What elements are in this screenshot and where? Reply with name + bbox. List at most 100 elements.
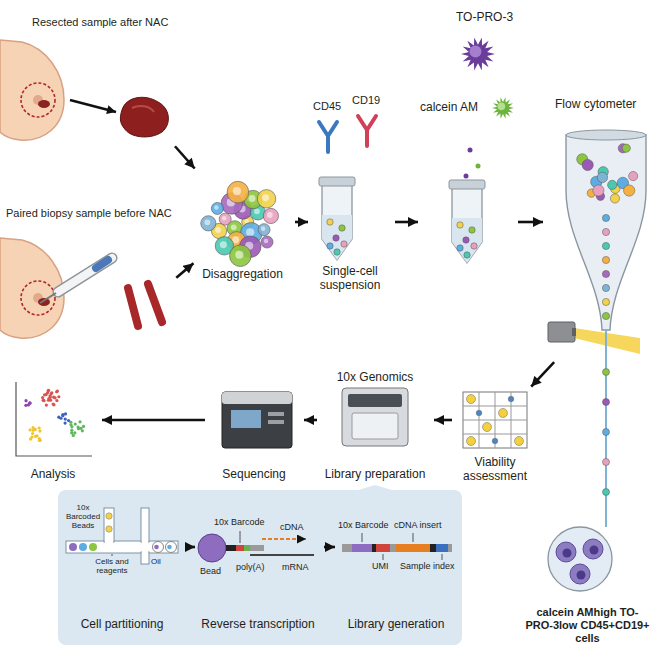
callout-label: 10x Barcode <box>214 517 265 527</box>
antibody <box>319 122 337 152</box>
dye-drop <box>468 148 473 153</box>
cell-nucleus <box>233 187 241 195</box>
tsne-point <box>47 389 50 392</box>
antibody-symbol <box>319 122 337 152</box>
callout-label: Sample index <box>400 561 455 571</box>
cell <box>603 459 610 466</box>
tsne-point <box>48 394 51 397</box>
cell <box>608 180 617 189</box>
tsne-point <box>42 399 45 402</box>
library-segment <box>390 544 396 552</box>
tube-body <box>452 188 482 263</box>
step-label: Resected sample after NAC <box>32 16 168 29</box>
laser <box>548 322 575 342</box>
cell <box>106 526 112 532</box>
dye-drop <box>464 174 469 179</box>
cell <box>582 159 593 170</box>
flow-arrow <box>102 419 205 422</box>
sequencer-screen <box>231 410 261 428</box>
biopsy-needle <box>58 258 112 292</box>
flow-chamber <box>566 135 646 330</box>
cell <box>471 243 477 249</box>
cell <box>593 185 604 196</box>
tsne-point <box>38 439 41 442</box>
tsne-point <box>42 399 45 402</box>
bead-in-droplet <box>154 545 159 550</box>
tsne-point <box>45 404 48 407</box>
cell <box>622 144 630 152</box>
library-segment <box>342 544 352 552</box>
dye-highlight <box>498 103 506 111</box>
channel <box>141 508 149 542</box>
process-step: Analysis <box>8 375 100 485</box>
sorted-cell <box>556 542 576 562</box>
live-cell <box>483 423 492 432</box>
cell <box>603 369 610 376</box>
oligo-segment <box>236 545 244 551</box>
tsne-point <box>35 434 38 437</box>
cell <box>602 228 609 235</box>
tsne-point <box>24 399 27 402</box>
tube-cap <box>449 180 485 189</box>
process-step: 10x GenomicsLibrary preparation <box>320 368 432 485</box>
live-cell <box>467 437 476 446</box>
cell-nucleus <box>590 546 599 555</box>
cell-nucleus <box>261 226 266 231</box>
step-label: Disaggregation <box>195 267 290 281</box>
dye-drop <box>476 164 481 169</box>
cell <box>610 194 619 203</box>
tsne-point <box>29 428 32 431</box>
sorted-cells-bubble <box>548 527 612 591</box>
barcoded-bead <box>89 543 97 551</box>
library-segment <box>436 544 448 552</box>
step-label: 10x Genomics <box>320 370 430 384</box>
oligo-segment <box>244 545 250 551</box>
cell <box>602 242 609 249</box>
channel <box>141 552 149 564</box>
tsne-point <box>79 427 82 430</box>
oligo-segment <box>226 545 236 551</box>
cell <box>227 181 249 203</box>
tsne-point <box>47 389 50 392</box>
cell <box>624 185 635 196</box>
cell <box>602 214 609 221</box>
cell-nucleus <box>220 241 227 248</box>
step-label: Library generation <box>337 617 455 631</box>
sequencer-slot <box>268 420 284 424</box>
callout-label: 10x Barcode <box>338 520 389 530</box>
cell <box>603 399 610 406</box>
flow-arrow <box>295 221 308 224</box>
flow-arrow <box>175 146 195 168</box>
cell <box>602 256 609 263</box>
cell <box>469 227 475 233</box>
step-label: calcein AM <box>420 100 478 114</box>
leader-line <box>362 533 363 542</box>
sorted-cell <box>583 539 603 559</box>
cell-nucleus <box>254 208 260 214</box>
callout-label: mRNA <box>282 562 309 572</box>
tube-liquid <box>452 218 482 263</box>
tube-cap <box>319 177 355 186</box>
callout-label: cDNA <box>280 522 304 532</box>
flow-arrow <box>434 419 452 422</box>
cdna-arrow <box>262 538 306 540</box>
channel <box>104 508 114 542</box>
cell <box>602 284 609 291</box>
library-segment <box>352 544 372 552</box>
live-cell <box>467 395 476 404</box>
cell <box>258 224 270 236</box>
dye-highlight <box>470 46 482 58</box>
cell <box>106 513 112 519</box>
library-segment <box>376 544 390 552</box>
cell <box>602 312 609 319</box>
cell-nucleus <box>214 205 219 210</box>
resected-tissue <box>120 97 168 137</box>
live-cell <box>499 409 508 418</box>
instrument-door <box>352 413 398 439</box>
callout-label: 10x Barcoded Beads <box>64 503 102 531</box>
process-step: Paired biopsy sample before NAC <box>2 205 174 335</box>
tsne-point <box>52 402 55 405</box>
process-step: Single-cell suspension <box>310 92 392 295</box>
tsne-point <box>64 417 67 420</box>
